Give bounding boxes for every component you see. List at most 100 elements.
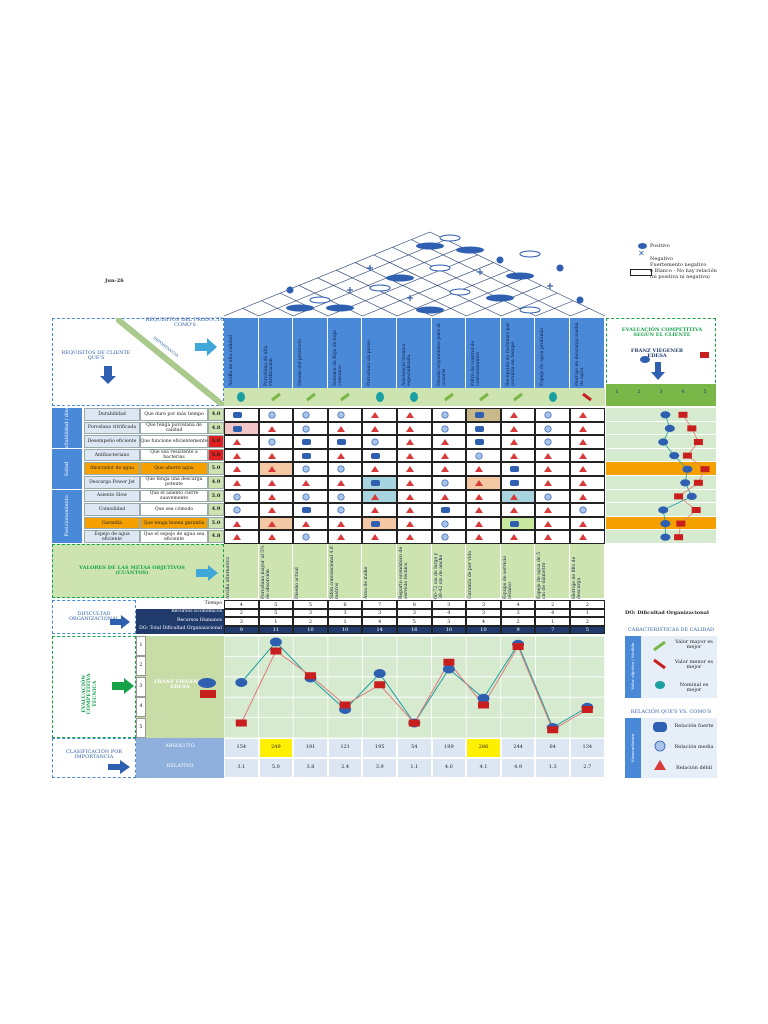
- matrix-cell: [431, 476, 467, 490]
- description-cell: [140, 435, 208, 448]
- relacion-fuerte-icon: [509, 480, 519, 486]
- relativo-value: 5.0: [271, 764, 280, 770]
- relacion-debil-icon: [267, 425, 276, 432]
- absoluto-cell: [570, 738, 605, 758]
- relacion-fuerte-icon: [302, 507, 312, 514]
- eval-scale-label: 3: [659, 389, 663, 395]
- matrix-cell: [224, 530, 259, 544]
- req-producto-label: REQUISITOS DEL PRODUCTO COMO'S: [145, 317, 225, 329]
- matrix-cell: [431, 516, 467, 531]
- matrix-cell: [362, 489, 397, 504]
- arrow-right-icon: [195, 338, 217, 356]
- matrix-cell: [570, 476, 605, 490]
- eval-point-circle: [664, 424, 675, 432]
- dificultad-value: 11: [272, 627, 280, 633]
- matrix-cell: [362, 435, 397, 449]
- relacion-fuerte-icon: [233, 425, 242, 432]
- eval-arrow-down-icon: [651, 362, 665, 380]
- clasificacion-box: [52, 738, 136, 778]
- dificultad-cell: [466, 600, 501, 609]
- relacion-debil-icon: [336, 452, 345, 459]
- relacion-media-icon: [371, 438, 379, 446]
- matrix-cell: [535, 489, 570, 504]
- dificultad-cell: [258, 625, 294, 634]
- matrix-cell: [258, 516, 294, 531]
- description-cell: [140, 503, 208, 516]
- dificultad-cell: [224, 600, 259, 609]
- relacion-debil-icon: [406, 466, 414, 473]
- relacion-debil-icon: [579, 520, 587, 527]
- technical-point-square: [235, 719, 247, 727]
- legend-fuerte-neg: Fuertemento negativo: [650, 262, 707, 268]
- requirement-label: Porcelana vitrificada: [87, 425, 137, 431]
- relacion-fuerte-icon: [233, 412, 242, 418]
- matrix-cell: [535, 516, 570, 531]
- relacion-media-icon: [302, 493, 310, 501]
- absoluto-cell: [224, 738, 259, 758]
- relacion-media-icon: [441, 533, 449, 541]
- importance-score: 5.0: [211, 519, 221, 526]
- matrix-cell: [431, 435, 467, 449]
- relacion-media-icon: [233, 493, 241, 501]
- matrix-cell: [397, 448, 432, 463]
- eval-tecnica-arrow-icon: [112, 678, 134, 694]
- relacion-item-1: Relación media: [674, 744, 714, 750]
- matrix-cell: [500, 530, 536, 544]
- matrix-cell: [293, 476, 328, 490]
- dificultad-cell: [535, 625, 570, 634]
- matrix-cell: [431, 462, 467, 476]
- relacion-debil-icon: [509, 452, 518, 459]
- eval-competitor: FRANZ VIEGENER EDESA: [630, 348, 684, 360]
- matrix-cell: [258, 421, 294, 436]
- matrix-cell: [224, 435, 259, 449]
- relacion-debil-icon: [336, 480, 345, 486]
- dificultad-title: DIFICULTAD ORGANIZACIONAL: [68, 611, 120, 623]
- dificultad-value: 2: [516, 618, 520, 625]
- metas-label: VALORES DE LAS METAS OBJETIVOS (CUÁNTOS): [79, 565, 185, 577]
- relacion-debil-icon: [371, 493, 380, 500]
- technical-point-square: [270, 647, 282, 655]
- dificultad-arrow-icon: [110, 615, 130, 629]
- importance-score: 4.0: [211, 411, 221, 417]
- relacion-debil-icon: [302, 520, 311, 527]
- matrix-cell: [570, 503, 605, 517]
- dificultad-value: 14: [376, 627, 383, 633]
- roof-positive-circle: [496, 256, 504, 264]
- requirement-cell: [84, 408, 140, 421]
- relacion-debil-icon: [267, 452, 276, 459]
- technical-point-square: [339, 701, 351, 709]
- matrix-cell: [535, 435, 570, 449]
- matrix-cell: [570, 448, 605, 463]
- relacion-debil-icon: [440, 439, 449, 446]
- matrix-cell: [327, 476, 363, 490]
- eval-point-circle: [682, 465, 693, 473]
- dificultad-value: 9: [239, 627, 243, 633]
- matrix-cell: [570, 516, 605, 531]
- score-cell: [208, 421, 224, 435]
- relacion-side: [625, 718, 641, 778]
- meta-cell: Garantía de por vida: [466, 544, 501, 599]
- description-cell: [140, 476, 208, 489]
- relacion-debil-icon: [233, 480, 241, 486]
- meta-cell: Equipo de servicio técnico: [500, 544, 536, 599]
- relacion-media-icon: [302, 411, 310, 419]
- importance-score: 5.0: [211, 465, 221, 472]
- score-cell: [208, 516, 224, 530]
- roof-marks: [286, 234, 584, 314]
- absoluto-value: 154: [236, 744, 247, 750]
- eval-row: [606, 421, 716, 436]
- how-header: Porcelana sin poros: [362, 318, 397, 388]
- relativo-value: 1.3: [548, 764, 557, 770]
- dificultad-value: 2: [239, 610, 243, 616]
- dificultad-value: 2: [308, 618, 313, 625]
- description-cell: [140, 408, 208, 421]
- roof-line: [242, 308, 259, 317]
- relacion-debil-icon: [267, 480, 276, 486]
- nominal-icon: [237, 392, 246, 402]
- dificultad-cell: [224, 617, 259, 626]
- absoluto-value: 134: [582, 744, 593, 750]
- absoluto-value: 54: [411, 744, 418, 750]
- relacion-media-icon: [302, 533, 310, 541]
- dificultad-value: 3: [447, 601, 451, 608]
- dificultad-cell: [327, 608, 363, 617]
